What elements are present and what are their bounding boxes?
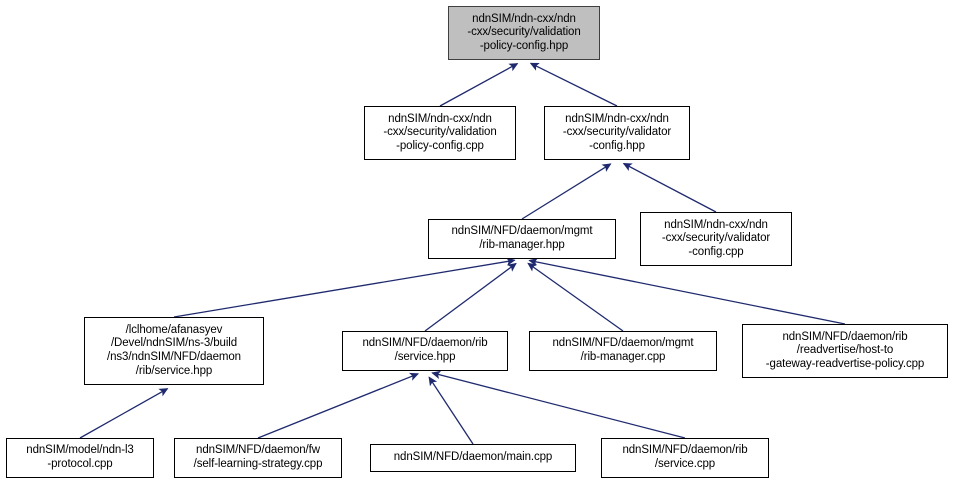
graph-node[interactable]: ndnSIM/NFD/daemon/rib /readvertise/host-… xyxy=(742,324,948,378)
graph-node: ndnSIM/ndn-cxx/ndn -cxx/security/validat… xyxy=(448,6,600,60)
graph-node-label: ndnSIM/NFD/daemon/fw /self-learning-stra… xyxy=(193,444,323,470)
graph-node-label: /lclhome/afanasyev /Devel/ndnSIM/ns-3/bu… xyxy=(107,323,241,377)
graph-node-label: ndnSIM/NFD/daemon/main.cpp xyxy=(393,451,553,464)
graph-node-label: ndnSIM/ndn-cxx/ndn -cxx/security/validat… xyxy=(383,112,497,152)
graph-node[interactable]: ndnSIM/ndn-cxx/ndn -cxx/security/validat… xyxy=(544,106,690,160)
graph-node-label: ndnSIM/ndn-cxx/ndn -cxx/security/validat… xyxy=(661,218,771,258)
graph-node[interactable]: ndnSIM/model/ndn-l3 -protocol.cpp xyxy=(6,438,154,478)
graph-edge xyxy=(622,162,717,213)
graph-edge xyxy=(79,388,169,439)
graph-edge xyxy=(521,163,612,220)
graph-node-label: ndnSIM/model/ndn-l3 -protocol.cpp xyxy=(26,444,134,470)
graph-node[interactable]: ndnSIM/NFD/daemon/mgmt /rib-manager.cpp xyxy=(529,331,717,371)
graph-node[interactable]: ndnSIM/NFD/daemon/rib /service.hpp xyxy=(342,331,508,371)
graph-edge xyxy=(428,376,474,445)
graph-edge xyxy=(439,63,519,107)
graph-node-label: ndnSIM/ndn-cxx/ndn -cxx/security/validat… xyxy=(562,112,672,152)
graph-node-label: ndnSIM/NFD/daemon/mgmt /rib-manager.hpp xyxy=(451,225,593,251)
graph-edge xyxy=(529,62,618,107)
graph-node[interactable]: ndnSIM/NFD/daemon/main.cpp xyxy=(370,444,576,472)
graph-node-label: ndnSIM/ndn-cxx/ndn -cxx/security/validat… xyxy=(467,12,581,52)
graph-edge xyxy=(257,372,420,439)
graph-node[interactable]: /lclhome/afanasyev /Devel/ndnSIM/ns-3/bu… xyxy=(84,317,264,385)
graph-node-label: ndnSIM/NFD/daemon/rib /service.hpp xyxy=(362,337,488,363)
graph-node[interactable]: ndnSIM/NFD/daemon/mgmt /rib-manager.hpp xyxy=(428,219,616,259)
graph-edge xyxy=(527,262,624,332)
graph-edge xyxy=(424,262,517,332)
graph-edge xyxy=(528,257,846,325)
graph-edge xyxy=(173,257,516,318)
graph-node-label: ndnSIM/NFD/daemon/mgmt /rib-manager.cpp xyxy=(552,337,694,363)
graph-node-label: ndnSIM/NFD/daemon/rib /service.cpp xyxy=(622,444,748,470)
graph-node-label: ndnSIM/NFD/daemon/rib /readvertise/host-… xyxy=(765,330,925,370)
graph-node[interactable]: ndnSIM/NFD/daemon/rib /service.cpp xyxy=(601,438,769,478)
graph-node[interactable]: ndnSIM/ndn-cxx/ndn -cxx/security/validat… xyxy=(364,106,516,160)
graph-edge xyxy=(431,370,686,439)
graph-node[interactable]: ndnSIM/NFD/daemon/fw /self-learning-stra… xyxy=(174,438,342,478)
graph-node[interactable]: ndnSIM/ndn-cxx/ndn -cxx/security/validat… xyxy=(640,212,792,266)
